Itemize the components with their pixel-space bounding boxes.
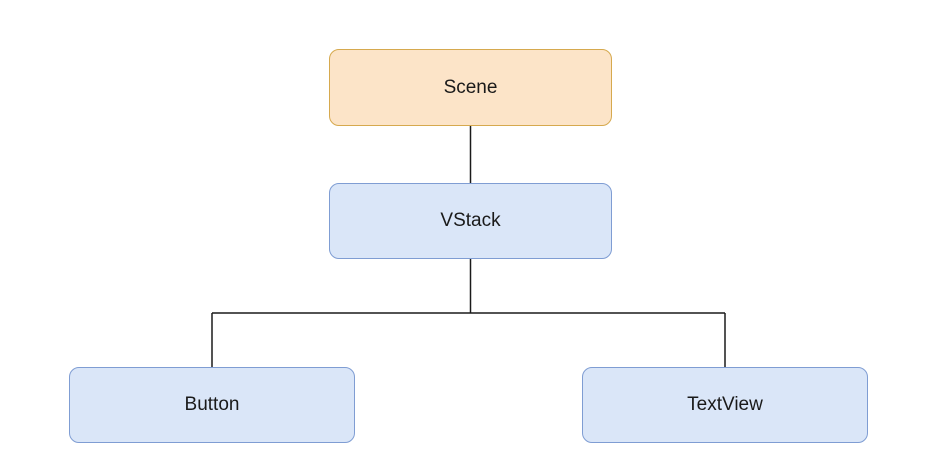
node-scene-label: Scene [443, 76, 498, 98]
node-vstack: VStack [329, 183, 612, 259]
node-vstack-label: VStack [440, 210, 501, 231]
node-textview: TextView [582, 367, 868, 443]
node-button: Button [69, 367, 355, 443]
node-textview-label: TextView [687, 394, 763, 415]
node-button-label: Button [184, 394, 240, 415]
node-scene: Scene [329, 49, 612, 126]
